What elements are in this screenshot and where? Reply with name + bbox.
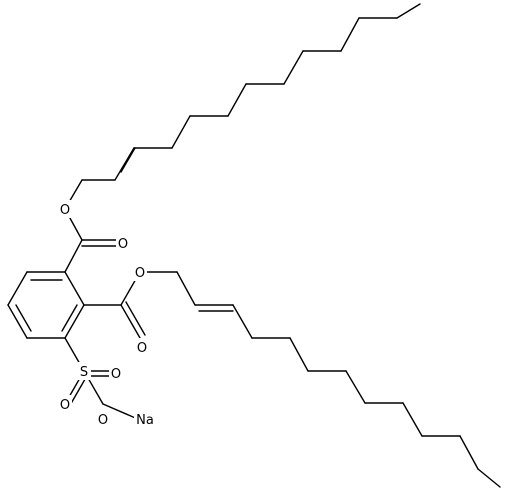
bond <box>345 370 366 404</box>
bond <box>283 50 304 85</box>
carbonyl-double-bond-inner <box>125 301 146 336</box>
bond-terminal-methyl <box>477 468 501 488</box>
bond <box>289 337 309 372</box>
bond <box>227 83 247 117</box>
atom-sulfur: S <box>77 362 91 380</box>
atom-label: O <box>111 367 121 382</box>
bond <box>402 402 423 437</box>
atom-label: S <box>80 365 88 380</box>
ring-bond <box>7 271 28 306</box>
upper-alkyl-chain <box>64 3 421 210</box>
atom-label: O <box>98 413 108 428</box>
bond-o-na <box>102 403 141 421</box>
lower-alkyl-chain <box>176 271 501 488</box>
atom-label: Na <box>136 413 154 428</box>
atom-label: O <box>118 237 128 252</box>
ring-inner-bond <box>61 304 78 332</box>
bond <box>340 17 360 52</box>
ring-bond <box>7 304 28 339</box>
atom-labels: O O O O S O O O <box>58 200 156 428</box>
sulfonate-group <box>64 337 141 421</box>
ring-bond <box>64 271 85 306</box>
benzene-ring <box>7 271 85 339</box>
atom-o-ester-upper: O <box>58 200 72 218</box>
upper-ester <box>64 208 119 273</box>
atom-label: O <box>137 341 147 356</box>
atom-o-sulfonate: O <box>96 410 110 428</box>
atom-o-sulfonyl-right: O <box>109 364 123 382</box>
atom-o-carbonyl-lower: O <box>135 338 149 356</box>
bond <box>171 115 191 149</box>
ring-inner-bond <box>15 304 32 332</box>
bond-terminal-methyl <box>396 3 421 19</box>
atom-label: O <box>60 203 70 218</box>
atom-o-sulfonyl-left: O <box>58 395 72 413</box>
carbonyl-double-bond <box>120 304 141 339</box>
bond <box>176 271 196 306</box>
atom-label: O <box>135 266 145 281</box>
bond <box>459 435 479 470</box>
atom-label: O <box>60 398 70 413</box>
bond <box>232 304 253 339</box>
bond-c-ring <box>64 239 83 273</box>
atom-sodium: Na <box>134 410 156 428</box>
double-bond <box>114 147 135 181</box>
lower-ester <box>83 271 178 339</box>
atom-o-carbonyl-upper: O <box>116 234 130 252</box>
ring-bond <box>64 304 85 339</box>
double-bond-inner <box>120 147 136 173</box>
atom-o-ester-lower: O <box>133 263 147 281</box>
